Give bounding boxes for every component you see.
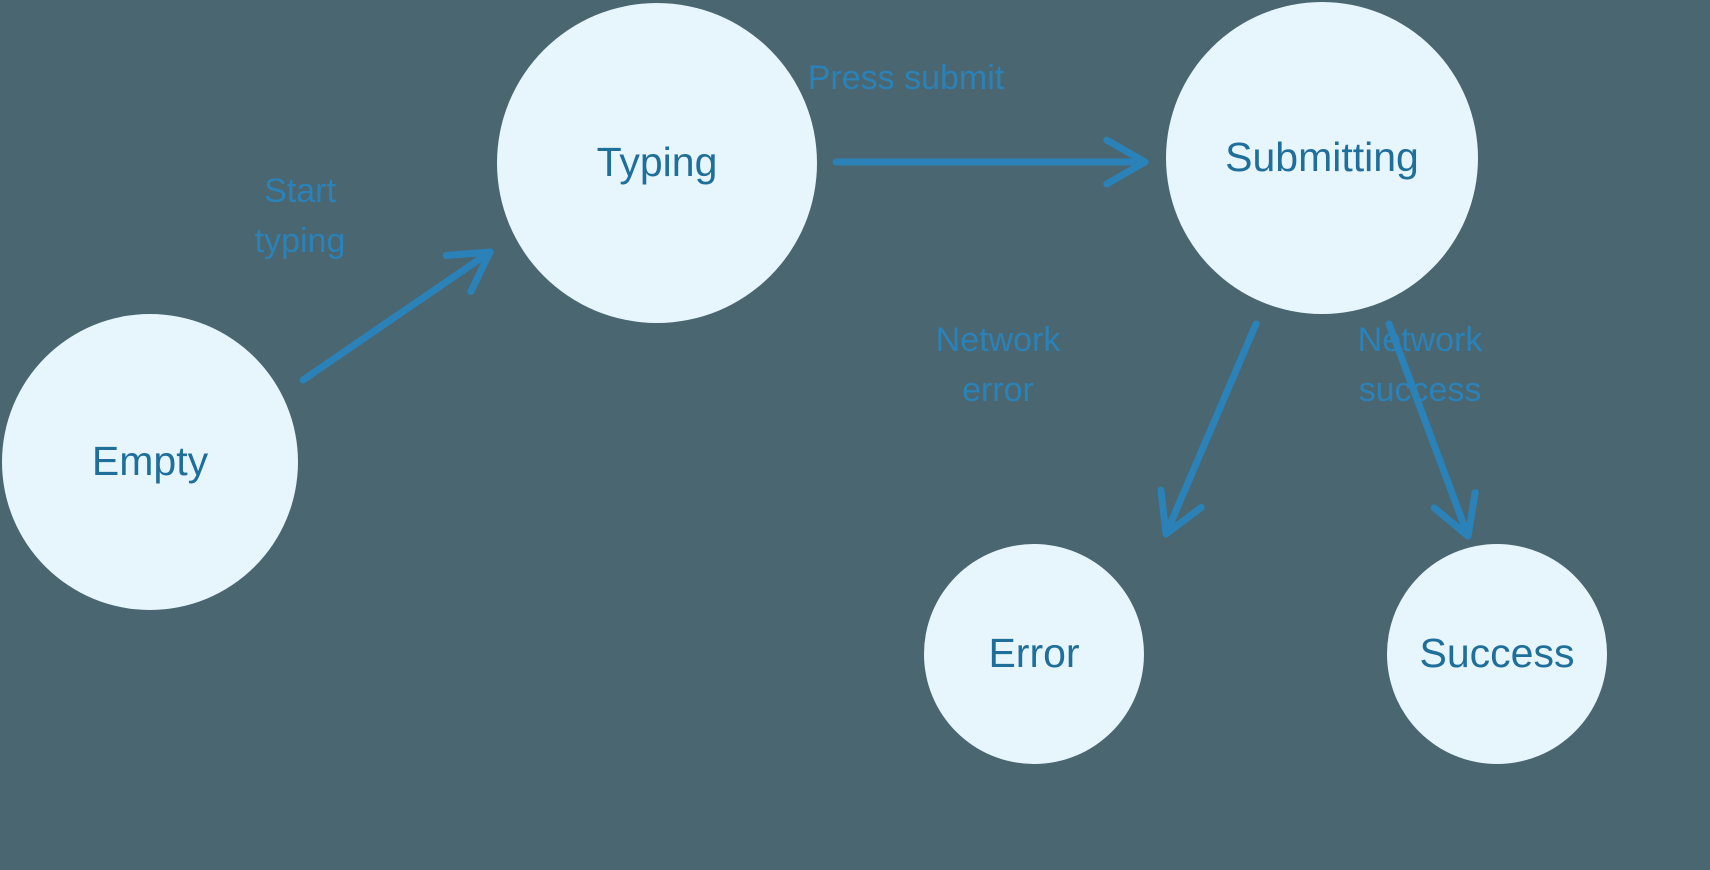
state-node-typing[interactable]: Typing xyxy=(497,3,817,323)
network-error-arrow-head xyxy=(1157,486,1205,538)
transition-label-network-success-line2: success xyxy=(1359,371,1482,409)
state-circle-success xyxy=(1387,544,1607,764)
network-success-arrow-head xyxy=(1430,489,1479,540)
transition-label-network-error-line1: Network xyxy=(936,321,1062,359)
network-success-arrow-line xyxy=(1385,320,1472,540)
state-node-submitting[interactable]: Submitting xyxy=(1166,2,1478,314)
state-node-success[interactable]: Success xyxy=(1387,544,1607,764)
state-circle-submitting xyxy=(1166,2,1478,314)
transition-network-success[interactable]: Network success xyxy=(1358,320,1484,540)
state-circle-typing xyxy=(497,3,817,323)
state-label-error: Error xyxy=(988,630,1079,676)
transition-label-network-success-line1: Network xyxy=(1358,321,1484,359)
transition-label-press-submit-line1: Press submit xyxy=(808,59,1005,97)
state-circle-empty xyxy=(2,314,298,610)
transition-press-submit[interactable]: Press submit xyxy=(808,59,1149,188)
transition-label-network-error-line2: error xyxy=(962,371,1034,409)
press-submit-arrow-head xyxy=(1103,136,1149,188)
state-circle-error xyxy=(924,544,1144,764)
transition-label-start-typing-line2: typing xyxy=(255,222,346,260)
state-label-typing: Typing xyxy=(597,139,718,185)
network-error-arrow-line xyxy=(1162,320,1260,538)
start-typing-arrow-line xyxy=(299,248,494,384)
state-label-submitting: Submitting xyxy=(1225,134,1419,180)
state-node-error[interactable]: Error xyxy=(924,544,1144,764)
transition-label-start-typing-line1: Start xyxy=(264,172,336,210)
start-typing-arrow-head xyxy=(442,248,494,296)
transition-network-error[interactable]: Network error xyxy=(936,320,1260,538)
transition-start-typing[interactable]: Start typing xyxy=(255,172,494,384)
state-label-empty: Empty xyxy=(92,438,209,484)
state-label-success: Success xyxy=(1420,630,1575,676)
state-node-empty[interactable]: Empty xyxy=(2,314,298,610)
